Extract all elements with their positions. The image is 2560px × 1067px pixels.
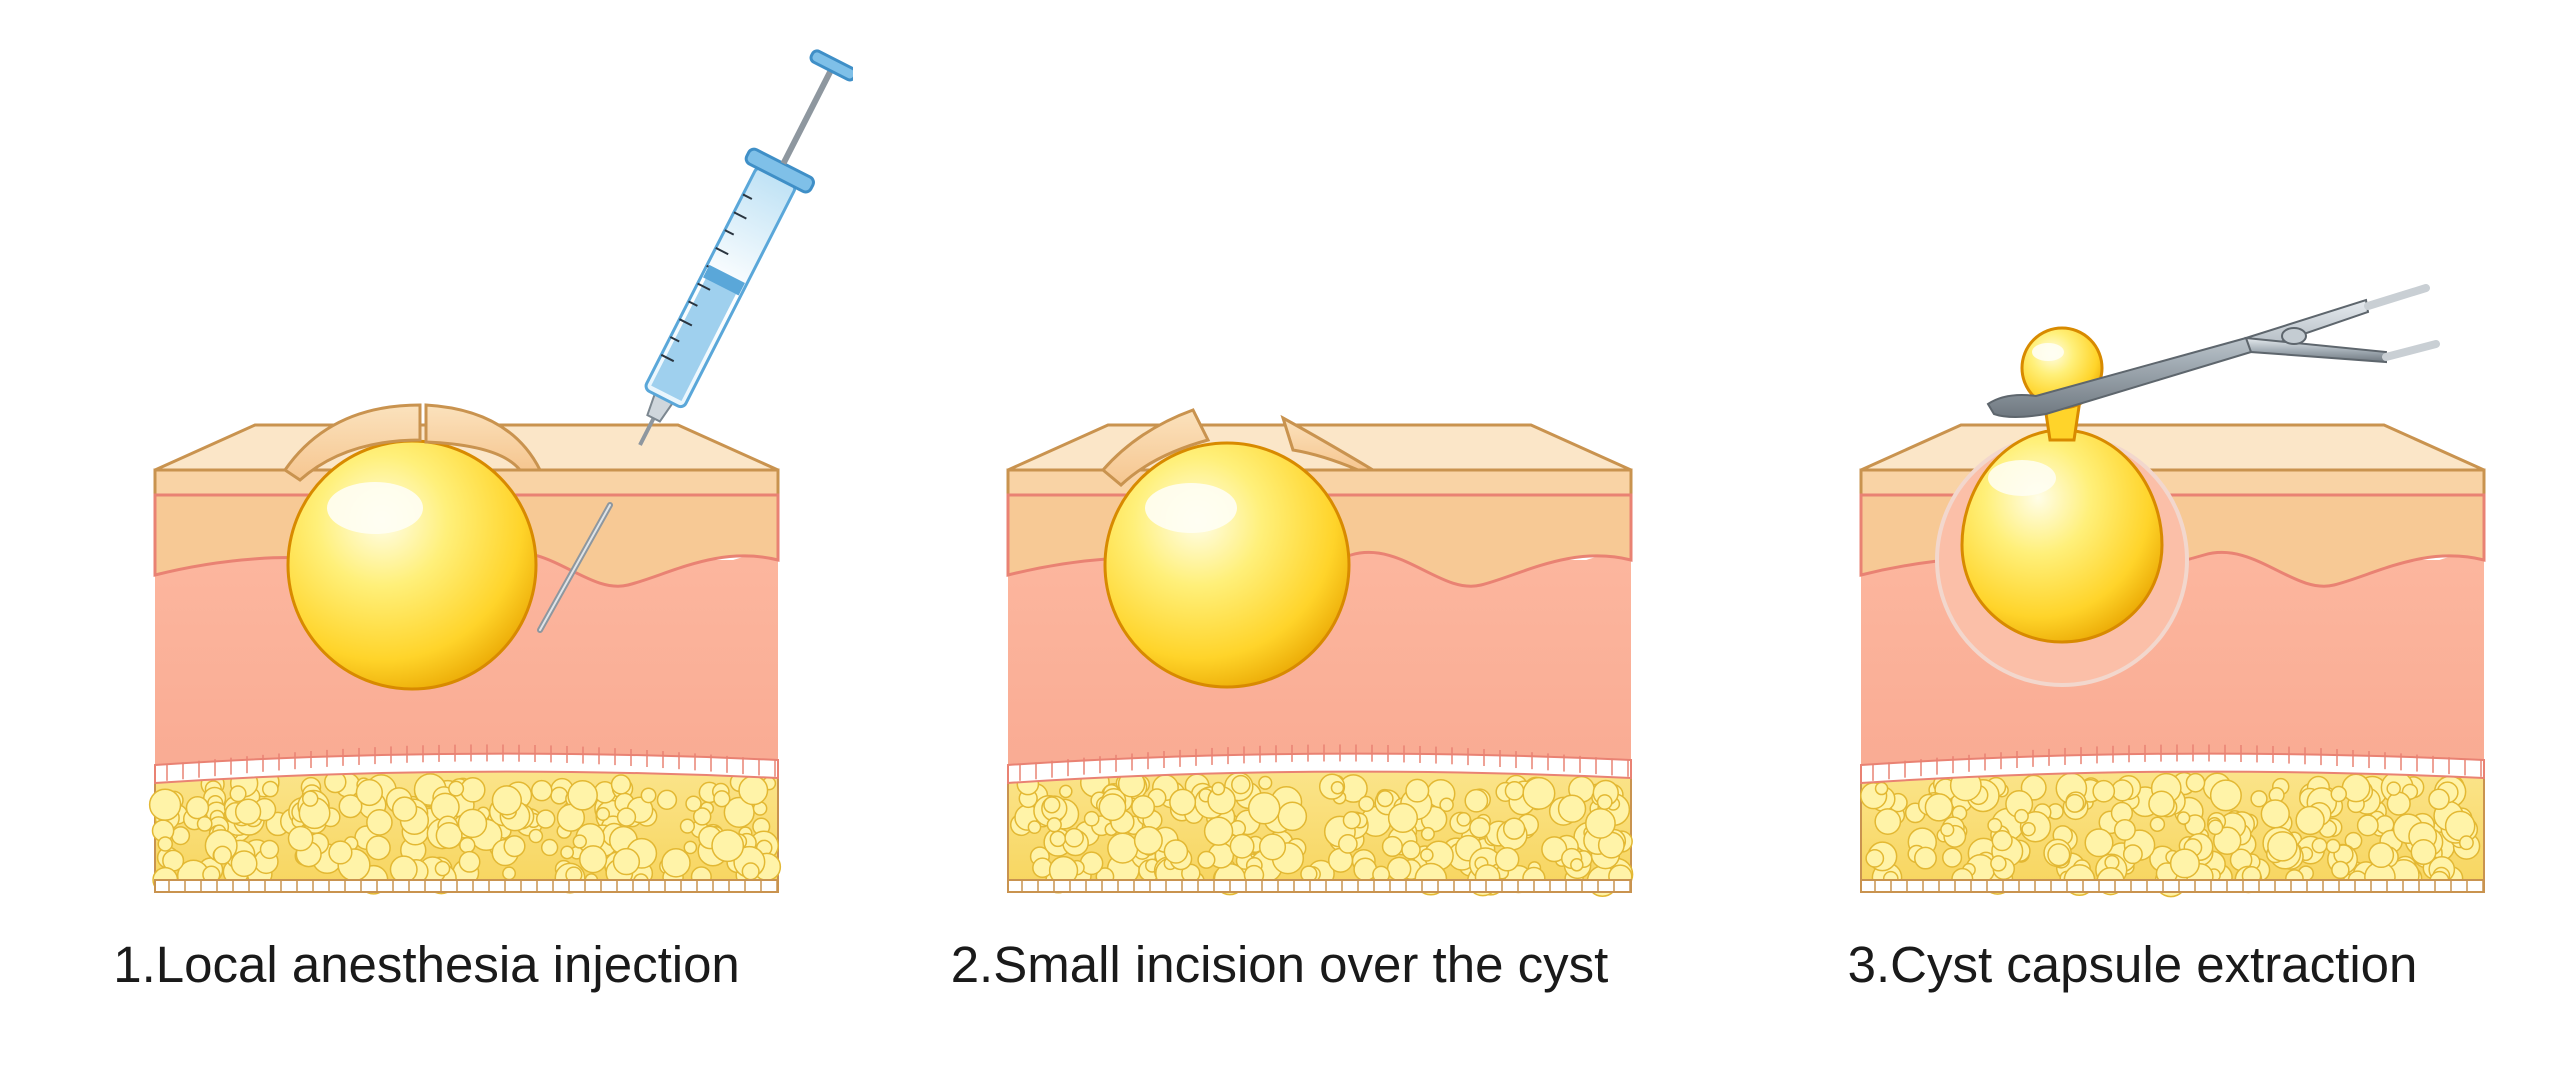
cyst: [1103, 441, 1351, 689]
step-1-panel: 1.Local anesthesia injection: [0, 0, 853, 1067]
skin-cross-section-2: [1006, 408, 1634, 897]
epidermis-bulge: [282, 403, 543, 482]
step-1-caption: 1.Local anesthesia injection: [113, 936, 740, 993]
cyst-capsule: [1960, 326, 2164, 644]
step-3-caption: 3.Cyst capsule extraction: [1847, 936, 2418, 993]
skin-cross-section-3: [1859, 284, 2486, 898]
basal-membrane: [154, 744, 779, 785]
bottom-border: [154, 879, 779, 893]
cyst: [286, 439, 538, 691]
bottom-border: [1860, 879, 2485, 893]
skin-cross-section-1: [148, 49, 853, 895]
step-3-panel: 3.Cyst capsule extraction: [1706, 0, 2559, 1067]
syringe: [638, 49, 853, 446]
basal-membrane: [1860, 744, 2485, 785]
step-2-caption: 2.Small incision over the cyst: [950, 936, 1609, 993]
basal-membrane: [1007, 744, 1632, 785]
incision-flaps: [1100, 408, 1379, 488]
step-2-panel: 2.Small incision over the cyst: [853, 0, 1706, 1067]
forceps: [1986, 284, 2440, 418]
bottom-border: [1007, 879, 1632, 893]
